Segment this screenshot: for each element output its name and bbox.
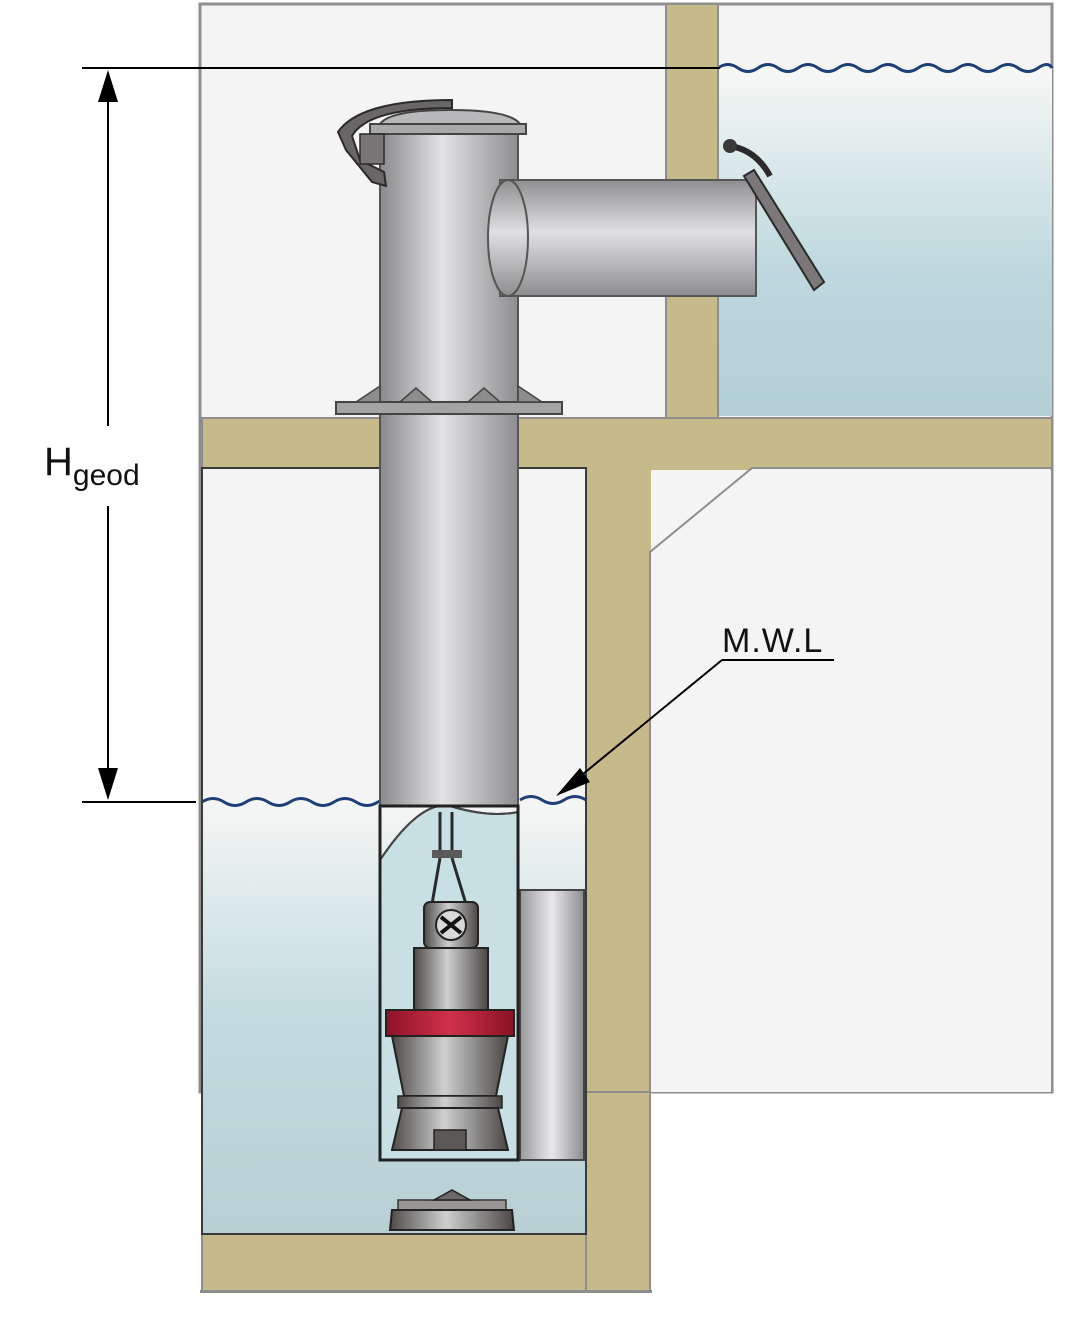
discharge-basin-water <box>718 68 1052 416</box>
discharge-pipe <box>499 179 757 297</box>
flap-hinge-pin <box>723 139 737 153</box>
flange-ribs <box>353 384 545 403</box>
dimension-arrow-up-icon <box>98 70 118 102</box>
min-water-level-label: M.W.L <box>722 622 824 660</box>
geodetic-head-main: H <box>44 440 73 484</box>
mwl-leader-arrow-icon <box>556 768 590 796</box>
top-cover <box>378 108 522 125</box>
pipe-lower-outline <box>378 804 520 1162</box>
discharge-water-wave <box>717 63 1054 73</box>
mwl-leader-line <box>565 659 723 789</box>
cable-clamp <box>432 850 462 858</box>
guide-plate <box>519 889 585 1161</box>
discharge-pipe-end <box>487 179 529 297</box>
sump-water-wave <box>201 797 386 807</box>
hinge-bracket <box>359 133 385 165</box>
riser-pipe <box>379 413 519 807</box>
base-flange <box>335 401 563 415</box>
frame-bottom-line <box>200 1290 652 1293</box>
dimension-arrow-down-icon <box>98 768 118 800</box>
inlet-foot <box>388 1189 516 1231</box>
flap-valve <box>742 168 826 292</box>
geodetic-head-subscript: geod <box>72 459 140 492</box>
submersible-pump <box>385 901 515 1151</box>
bottom-slab-right <box>585 1091 651 1293</box>
geodetic-head-label: Hgeod <box>44 440 140 492</box>
dry-room-outline <box>649 467 1052 1092</box>
sump-water-wave-right <box>519 795 587 805</box>
dry-room <box>651 470 1051 1092</box>
top-cover-flange <box>369 123 527 135</box>
